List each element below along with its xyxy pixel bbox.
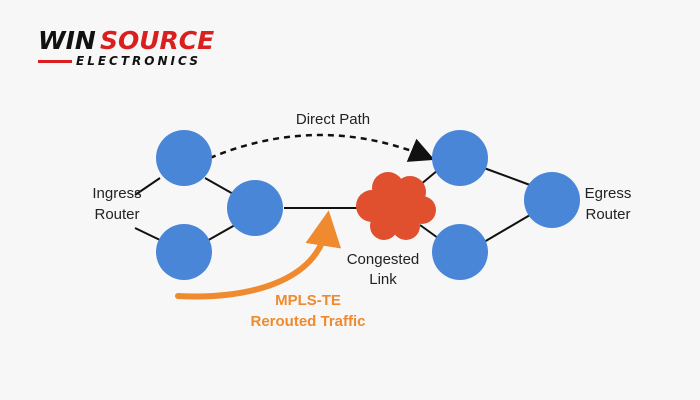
link-top-mid [204,177,236,196]
logo-accent-bar [38,60,72,63]
ingress-label-line1: Ingress [92,185,141,202]
link-bottom-mid [204,224,236,243]
nodes [156,130,580,280]
congestion-cloud-icon [356,172,436,240]
router-node-left-top [156,130,212,186]
direct-path-arrow [209,133,435,162]
link-cloud-top-right [419,169,439,186]
link-bottomright-egress [483,214,531,243]
logo-word-source: SOURCE [100,26,215,55]
router-node-right-bottom [432,224,488,280]
mpls-label-line1: MPLS-TE [275,292,341,309]
router-node-egress [524,172,580,228]
router-node-left-bottom [156,224,212,280]
link-ingress-bottom [134,227,161,241]
router-node-left-mid [227,180,283,236]
router-node-right-top [432,130,488,186]
link-topright-egress [483,167,531,186]
winsource-logo: WIN SOURCE ELECTRONICS [38,26,243,70]
links [134,167,531,243]
direct-path-label: Direct Path [296,111,370,128]
reroute-arrow [175,210,342,300]
egress-label-line2: Router [585,206,630,223]
logo-word-win: WIN [38,26,96,55]
logo-subtitle: ELECTRONICS [76,54,202,68]
link-ingress-top [134,177,161,196]
ingress-label-line2: Router [94,206,139,223]
link-cloud-bottom-right [419,224,439,239]
egress-label-line1: Egress [585,185,632,202]
congested-label-line2: Link [369,271,397,288]
mpls-label-line2: Rerouted Traffic [250,313,365,330]
congested-label-line1: Congested [347,251,420,268]
